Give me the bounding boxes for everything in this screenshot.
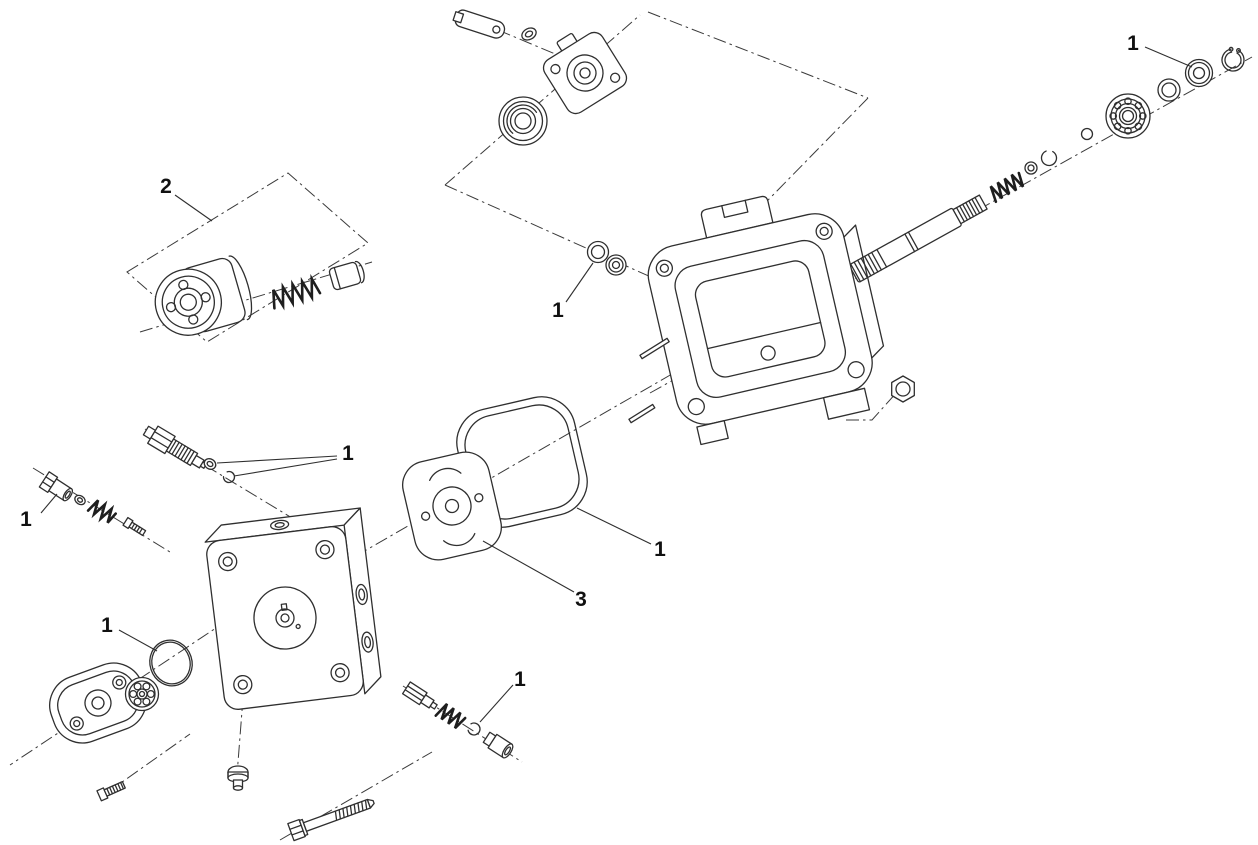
- dowel-pin: [628, 403, 656, 424]
- plug-washer: [74, 494, 86, 506]
- small-bolt: [96, 780, 126, 802]
- valve-plug: [482, 731, 514, 759]
- drive-shaft: [849, 194, 988, 283]
- callout-wear-plate: 3: [575, 588, 587, 611]
- valve-spring: [434, 702, 467, 730]
- fitting-washer: [203, 458, 217, 470]
- callout-cartridge-kit: 2: [160, 175, 172, 198]
- nut-elbow-line: [846, 391, 898, 421]
- roller-cartridge: [154, 255, 253, 336]
- plug-spring: [86, 499, 117, 524]
- adjusting-screw: [122, 516, 147, 537]
- callout-shaft-seal: 1: [1127, 32, 1139, 55]
- shaft-seal: [1184, 58, 1214, 88]
- valve-body-block: [204, 507, 382, 710]
- end-cover: [542, 31, 628, 115]
- pump-housing: [647, 195, 885, 446]
- small-washer: [1024, 161, 1038, 175]
- housing-seal-washer: [586, 240, 610, 264]
- callout-housing-seals: 1: [552, 299, 564, 322]
- callout-o-ring: 1: [101, 614, 113, 637]
- leader-lines: [40, 46, 1193, 723]
- bearing-washer: [1157, 78, 1181, 102]
- bearing-cup: [498, 96, 548, 146]
- plug: [38, 471, 74, 502]
- housing-seal-washer: [605, 254, 627, 276]
- callout-plug-kit: 1: [20, 508, 32, 531]
- pipe-plug: [227, 765, 249, 791]
- ball-bearing: [1105, 93, 1151, 139]
- callout-square-ring: 1: [654, 538, 666, 561]
- wear-plate: [402, 451, 502, 561]
- piston: [328, 260, 365, 291]
- steel-ball: [1080, 127, 1094, 141]
- fitting-backup-ring: [222, 470, 236, 484]
- relief-fitting: [142, 425, 208, 469]
- control-lever: [452, 9, 506, 39]
- snap-ring: [1221, 46, 1245, 72]
- dowel-pin: [639, 337, 670, 360]
- gerotor-gear: [124, 676, 160, 712]
- callout-valve-washer: 1: [514, 668, 526, 691]
- cover-flange: [49, 662, 147, 744]
- o-ring: [149, 639, 193, 687]
- retaining-ring-small: [1040, 149, 1058, 167]
- hex-nut: [891, 375, 915, 403]
- lever-washer: [521, 27, 537, 41]
- cartridge-spring: [271, 273, 322, 311]
- valve-seal-washer: [467, 722, 481, 736]
- callout-fitting-washers: 1: [342, 442, 354, 465]
- hex-bolt: [287, 798, 375, 842]
- shaft-spring: [989, 171, 1025, 204]
- valve-fitting: [401, 681, 438, 710]
